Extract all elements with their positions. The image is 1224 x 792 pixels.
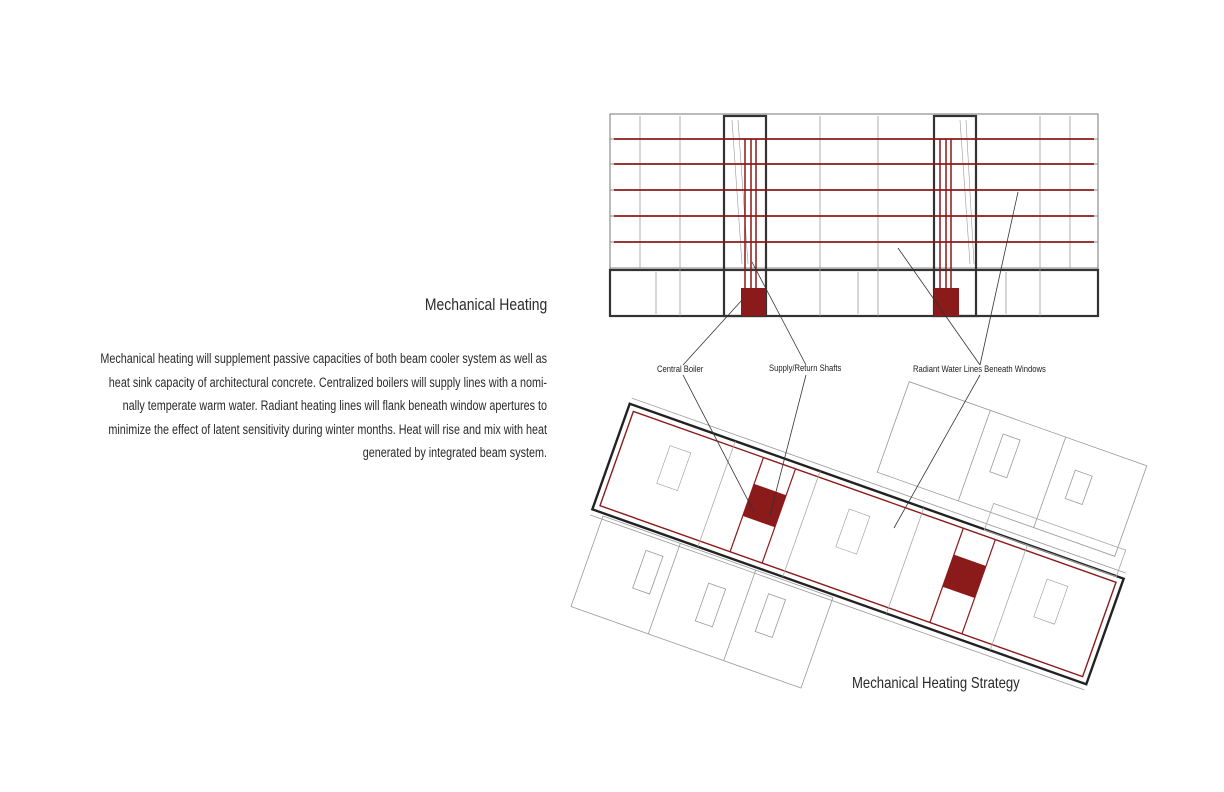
central-boiler-label: Central Boiler (657, 364, 704, 374)
description-line: minimize the effect of latent sensitivit… (108, 421, 547, 437)
description-line: heat sink capacity of architectural conc… (108, 374, 548, 390)
radiant-lines-label: Radiant Water Lines Beneath Windows (913, 364, 1046, 374)
shafts-label: Supply/Return Shafts (769, 363, 842, 373)
diagram-caption: Mechanical Heating Strategy (852, 675, 1020, 692)
central-boiler-block (741, 288, 766, 316)
central-boiler-block (934, 288, 959, 316)
description-line: generated by integrated beam system. (362, 445, 547, 460)
description-paragraph: Mechanical heating will supplement passi… (35, 347, 547, 465)
description-line: nally temperate warm water. Radiant heat… (122, 398, 547, 413)
building-section (608, 113, 1100, 318)
description-line: Mechanical heating will supplement passi… (100, 351, 547, 366)
leader-lines (682, 191, 1019, 529)
section-heading: Mechanical Heating (424, 295, 547, 314)
floor-plan (570, 381, 1148, 691)
